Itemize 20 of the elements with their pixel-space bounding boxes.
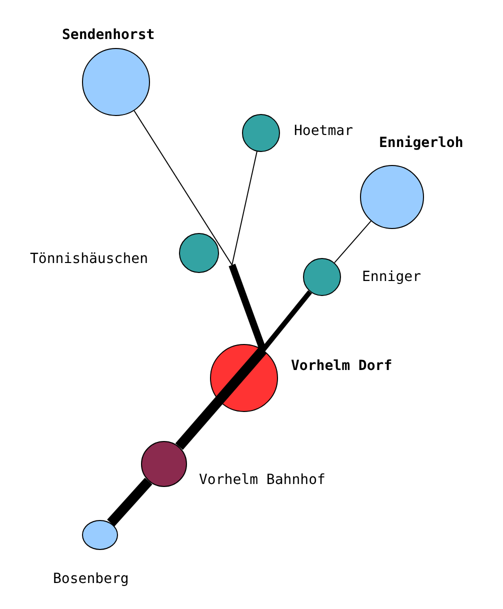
place-label: Vorhelm Bahnhof [199, 471, 326, 489]
place-label: Hoetmar [294, 122, 354, 140]
town-circle [141, 441, 187, 487]
route-line [261, 290, 312, 352]
route-line [175, 346, 267, 450]
route-line [134, 110, 232, 266]
place-label: Ennigerloh [379, 134, 464, 152]
place-label: Enniger [362, 268, 422, 286]
town-circle [303, 258, 341, 296]
route-line [107, 478, 152, 526]
town-circle [242, 114, 280, 152]
route-line [232, 151, 258, 266]
town-circle [179, 233, 219, 273]
place-label: Sendenhorst [62, 26, 155, 44]
route-line [334, 220, 372, 264]
place-label: Bosenberg [53, 570, 129, 588]
route-line [228, 264, 266, 352]
town-circle [82, 520, 118, 550]
place-label: Vorhelm Dorf [291, 357, 392, 375]
place-label: Tönnishäuschen [30, 250, 148, 268]
